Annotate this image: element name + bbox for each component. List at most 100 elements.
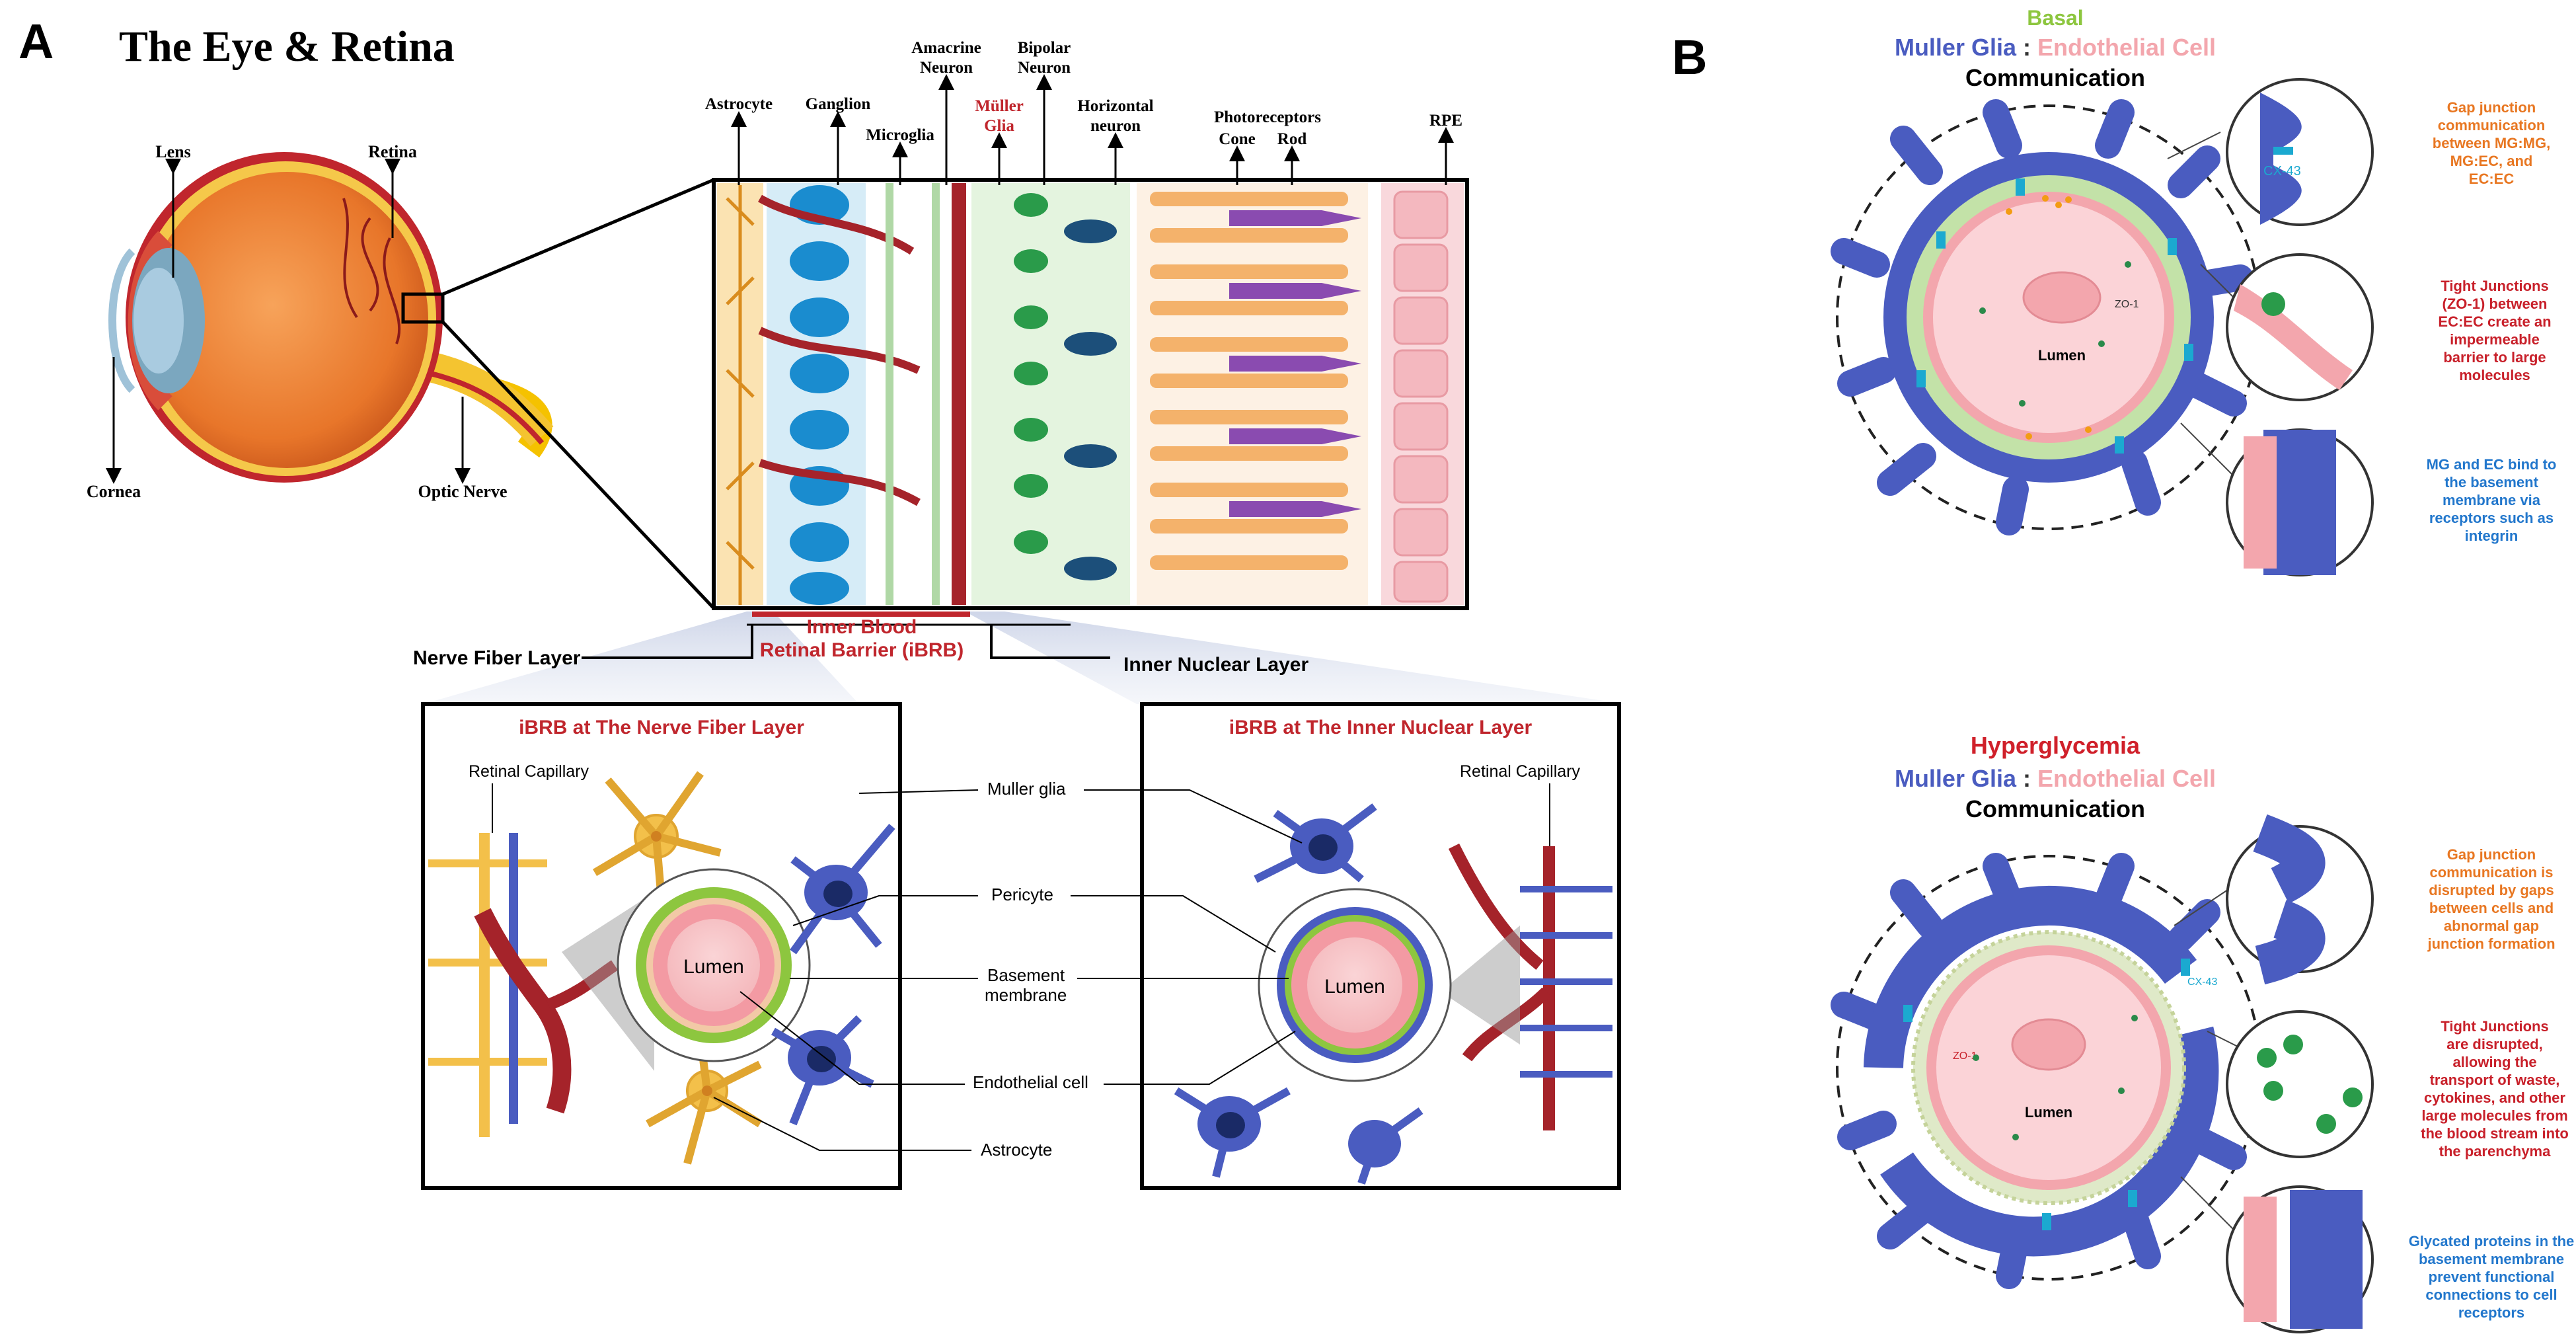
basal-communication: Communication — [1965, 64, 2145, 91]
hyper-lumen: Lumen — [2025, 1104, 2072, 1121]
inset-left-lumen: Lumen — [683, 956, 744, 978]
basal-note-bm-line: the basement — [2444, 474, 2538, 491]
legend-basement-line2: membrane — [985, 985, 1067, 1005]
label-ibrb-line1: Inner Blood — [807, 616, 917, 638]
label-amacrine-line2: Neuron — [920, 59, 973, 77]
basal-note-gap-line: Gap junction — [2447, 99, 2536, 116]
label-astrocyte: Astrocyte — [705, 95, 773, 113]
hyper-note-bm-line: basement membrane — [2419, 1251, 2564, 1267]
nerve-fiber-bracket — [582, 625, 753, 659]
inset-right-capillary-label: Retinal Capillary — [1460, 762, 1581, 781]
basal-note-gap-line: MG:EC, and — [2450, 153, 2533, 169]
basal-lumen: Lumen — [2038, 347, 2086, 364]
inset-inner-nuclear: iBRB at The Inner Nuclear Layer Retinal … — [1140, 702, 1621, 1190]
label-amacrine-line1: Amacrine — [911, 39, 981, 57]
label-cone: Cone — [1219, 130, 1256, 148]
hyper-note-tight-line: cytokines, and other — [2424, 1089, 2565, 1106]
basal-title: Basal — [2027, 6, 2083, 30]
label-photoreceptors: Photoreceptors — [1214, 108, 1321, 126]
hyper-note-tight-line: are disrupted, — [2446, 1036, 2542, 1052]
hyper-subtitle: Muller Glia : Endothelial Cell — [1895, 765, 2216, 792]
label-ganglion: Ganglion — [806, 95, 871, 113]
legend-astrocyte: Astrocyte — [981, 1140, 1052, 1160]
label-horizontal-line1: Horizontal — [1077, 97, 1153, 115]
label-ibrb-line2: Retinal Barrier (iBRB) — [760, 639, 964, 661]
label-muller-line1: Müller — [975, 97, 1024, 115]
hyper-note-tight-line: the blood stream into — [2421, 1125, 2569, 1142]
label-retina: Retina — [368, 142, 417, 161]
label-microglia: Microglia — [866, 126, 934, 144]
legend-muller-glia: Muller glia — [987, 779, 1066, 799]
panel-b-letter: B — [1672, 30, 1707, 85]
legend-basement-line1: Basement — [987, 965, 1065, 985]
label-rod: Rod — [1277, 130, 1307, 148]
hyper-title: Hyperglycemia — [1971, 732, 2140, 759]
hyper-note-tight-line: large molecules from — [2421, 1107, 2567, 1124]
inset-right-title: iBRB at The Inner Nuclear Layer — [1229, 717, 1533, 738]
zoom-line-top — [442, 178, 714, 296]
inset-right-lumen: Lumen — [1324, 976, 1385, 998]
basal-note-bm-line: MG and EC bind to — [2427, 456, 2557, 473]
label-bipolar-line2: Neuron — [1018, 59, 1071, 77]
basal-note-gap-line: EC:EC — [2469, 171, 2515, 187]
hyper-note-bm-line: prevent functional — [2429, 1269, 2555, 1285]
basal-vessel: Lumen ZO-1 CX-43 — [1831, 78, 2374, 576]
inset-left-capillary-label: Retinal Capillary — [469, 762, 589, 781]
label-optic-nerve: Optic Nerve — [418, 482, 507, 501]
zoom-line-bottom — [441, 321, 715, 610]
legend-endothelial: Endothelial cell — [973, 1072, 1088, 1092]
basal-note-tight-line: (ZO-1) between — [2443, 296, 2548, 312]
legend-pericyte: Pericyte — [991, 885, 1053, 904]
label-horizontal-line2: neuron — [1090, 117, 1141, 135]
hyper-cx43: CX-43 — [2187, 976, 2217, 988]
basal-cx43: CX-43 — [2263, 164, 2301, 178]
label-bipolar-line1: Bipolar — [1018, 39, 1071, 57]
hyper-note-tight-line: Tight Junctions — [2441, 1018, 2548, 1035]
inner-nuclear-bracket — [990, 625, 1110, 659]
label-lens: Lens — [155, 142, 190, 161]
basal-note-tight-line: barrier to large — [2443, 349, 2546, 366]
panel-a-letter: A — [19, 14, 54, 69]
hyper-note-gap-line: abnormal gap — [2444, 918, 2539, 934]
basal-zo1: ZO-1 — [2115, 299, 2139, 310]
label-inner-nuclear-layer: Inner Nuclear Layer — [1123, 654, 1308, 676]
hyper-note-gap-line: Gap junction — [2447, 846, 2536, 863]
hyper-note-gap-line: junction formation — [2427, 935, 2555, 952]
label-nerve-fiber-layer: Nerve Fiber Layer — [413, 647, 581, 669]
hyper-note-bm-line: Glycated proteins in the — [2409, 1233, 2575, 1249]
label-cornea: Cornea — [87, 482, 141, 501]
hyper-vessel: Lumen ZO-1 CX-43 — [1831, 814, 2374, 1333]
label-rpe: RPE — [1429, 112, 1462, 130]
basal-note-bm-line: receptors such as — [2429, 510, 2554, 526]
basal-note-tight-line: Tight Junctions — [2441, 278, 2548, 294]
label-muller-line2: Glia — [984, 117, 1014, 135]
hyper-note-bm-line: receptors — [2458, 1304, 2524, 1321]
hyper-note-bm-line: connections to cell — [2425, 1286, 2557, 1303]
hyper-note-tight-line: transport of waste, — [2430, 1072, 2560, 1088]
inset-nerve-fiber: iBRB at The Nerve Fiber Layer Retinal Ca… — [421, 702, 902, 1190]
hyper-note-gap-line: communication is — [2429, 864, 2553, 881]
basal-note-tight-line: EC:EC create an — [2438, 313, 2551, 330]
retina-section — [712, 178, 1469, 610]
basal-note-bm-line: membrane via — [2443, 492, 2541, 508]
hyper-note-gap-line: between cells and — [2429, 900, 2554, 916]
basal-note-gap-line: communication — [2438, 117, 2546, 134]
hyper-note-bm: Glycated proteins in the basement membran… — [2409, 1233, 2575, 1321]
hyper-note-tight-line: the parenchyma — [2439, 1143, 2551, 1160]
basal-subtitle: Muller Glia : Endothelial Cell — [1895, 34, 2216, 61]
basal-note-tight-line: molecules — [2459, 367, 2530, 383]
eye-illustration — [108, 152, 554, 483]
hyper-zo1: ZO-1 — [1953, 1050, 1977, 1062]
hyper-communication: Communication — [1965, 795, 2145, 822]
funnel-right — [965, 612, 1626, 704]
basal-note-gap-line: between MG:MG, — [2433, 135, 2550, 151]
panel-a-title: The Eye & Retina — [119, 22, 455, 71]
